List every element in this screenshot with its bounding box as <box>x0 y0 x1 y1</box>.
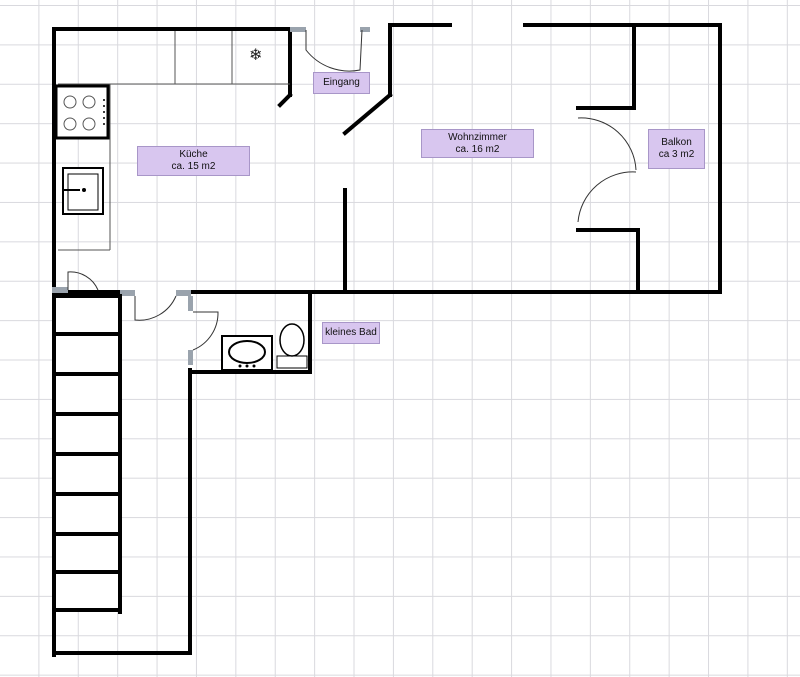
room-label-kueche: Küche ca. 15 m2 <box>137 146 250 176</box>
room-label-wohnzimmer: Wohnzimmer ca. 16 m2 <box>421 129 534 158</box>
entrance-door <box>305 29 363 72</box>
stove-icon <box>54 84 110 140</box>
room-name: Wohnzimmer <box>448 131 507 143</box>
storage-door <box>67 271 99 291</box>
room-label-bad: kleines Bad <box>322 322 380 344</box>
kitchen-counters <box>58 31 290 251</box>
balcony-door-bottom <box>577 171 637 223</box>
room-area: ca. 15 m2 <box>171 161 216 172</box>
room-label-balkon: Balkon ca 3 m2 <box>648 129 705 169</box>
washbasin-icon <box>221 335 273 371</box>
room-name: Balkon <box>661 137 692 148</box>
door-jambs <box>52 27 370 365</box>
outer-walls <box>52 23 722 657</box>
bath-door-left <box>134 295 177 321</box>
toilet-icon <box>276 323 308 369</box>
doors <box>67 29 637 351</box>
balcony-door-top <box>577 117 637 171</box>
room-area: ca. 16 m2 <box>455 143 500 155</box>
bath-door-right <box>192 311 219 351</box>
room-name: Eingang <box>323 77 360 88</box>
snowflake-icon: ❄ <box>249 47 263 64</box>
room-name: Küche <box>179 149 208 160</box>
staircase-icon <box>52 294 122 612</box>
kitchen-sink-icon <box>62 167 104 215</box>
room-area: ca 3 m2 <box>658 149 695 160</box>
room-name: kleines Bad <box>325 327 377 338</box>
room-label-eingang: Eingang <box>313 72 370 94</box>
